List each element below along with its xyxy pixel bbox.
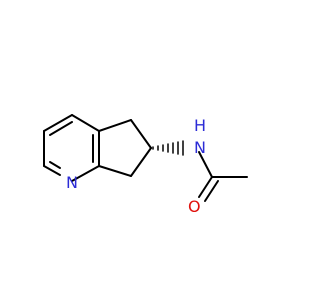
- bond-c4-c3-inner: [49, 121, 73, 136]
- bond-c4a-c5: [98, 119, 132, 132]
- bond-c7-c7a: [98, 165, 132, 177]
- bond-c2-n-inner: [49, 161, 61, 169]
- bond-c5-c6: [130, 119, 152, 149]
- atom-label-carbonyl-o: O: [188, 197, 201, 216]
- bond-n-carbonyl: [198, 151, 213, 178]
- bond-c4a-c4: [71, 114, 100, 132]
- bond-c4-c3: [43, 114, 73, 132]
- bond-layer: [43, 114, 248, 202]
- structure-diagram: N H N O: [43, 114, 248, 216]
- atom-label-ring-n: N: [66, 173, 78, 192]
- atom-label-amide-h: H: [194, 116, 206, 135]
- atom-labels: N H N O: [66, 116, 206, 216]
- bond-c2-n: [43, 165, 61, 176]
- hashed-wedge-bond: [152, 140, 184, 156]
- bond-carbonyl-o-2: [204, 180, 219, 202]
- bond-n-c7a: [71, 165, 100, 182]
- atom-label-amide-n: N: [194, 138, 206, 157]
- bond-carbonyl-o-1: [198, 176, 213, 198]
- bond-c6-c7: [130, 147, 152, 177]
